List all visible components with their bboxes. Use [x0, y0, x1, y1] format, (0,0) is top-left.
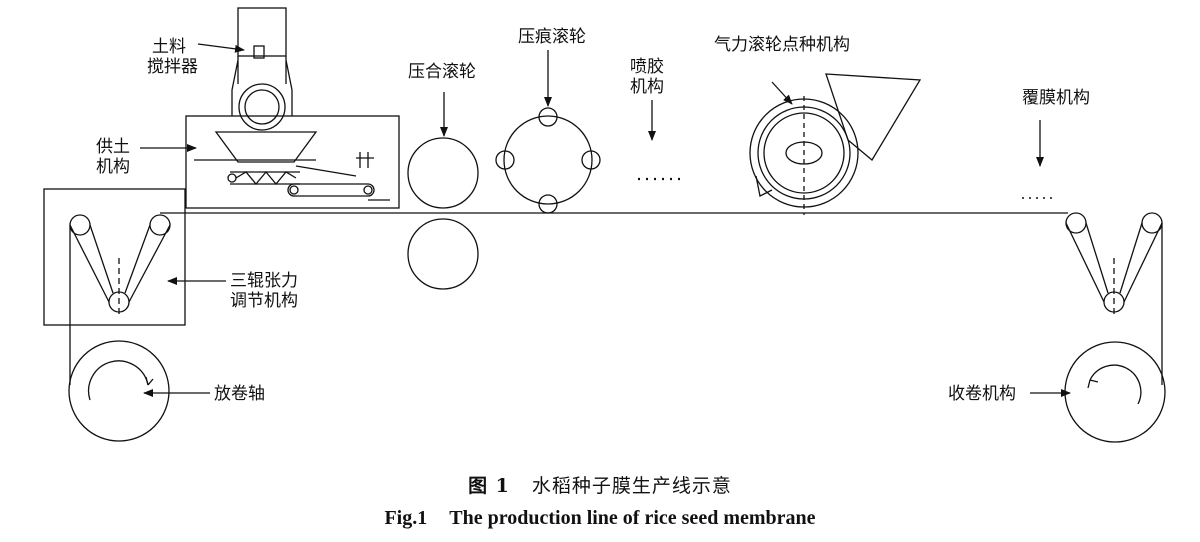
soil-mixer-hopper — [231, 7, 293, 131]
film-cover-label: 覆膜机构 — [1022, 88, 1090, 108]
caption-en-text: The production line of rice seed membran… — [449, 507, 816, 529]
soil-supply-label-1: 供土 — [96, 137, 130, 157]
label-arrows — [140, 43, 1071, 397]
unwind-shaft — [68, 340, 170, 442]
tension-label-1: 三辊张力 — [230, 271, 298, 291]
caption-en-number: Fig.1 — [384, 507, 428, 529]
rewind-reel — [1064, 341, 1166, 443]
tension-box — [43, 188, 186, 326]
indent-roller — [495, 107, 601, 214]
rewind-tension-rollers — [1065, 212, 1163, 385]
pneumatic-seeder — [749, 73, 922, 215]
tension-label-2: 调节机构 — [230, 291, 298, 311]
glue-label-2: 机构 — [630, 77, 664, 97]
seeder-label: 气力滚轮点种机构 — [714, 35, 850, 55]
laminating-rollers — [407, 137, 479, 290]
caption-cn-number: 图 1 — [468, 475, 510, 497]
production-line-diagram: 土料 搅拌器 供土 机构 三辊张力 调节机构 放卷轴 压合滚轮 压痕滚轮 喷胶 … — [43, 7, 1166, 443]
soil-supply-label-2: 机构 — [96, 157, 130, 177]
soil-mixer-label-2: 搅拌器 — [147, 57, 198, 77]
indent-label: 压痕滚轮 — [518, 27, 586, 47]
labels: 土料 搅拌器 供土 机构 三辊张力 调节机构 放卷轴 压合滚轮 压痕滚轮 喷胶 … — [96, 27, 1090, 404]
unwind-label: 放卷轴 — [214, 384, 265, 404]
caption-cn: 图 1 水稻种子膜生产线示意 — [0, 471, 1200, 498]
caption-cn-text: 水稻种子膜生产线示意 — [531, 475, 732, 497]
laminating-label: 压合滚轮 — [408, 62, 476, 82]
rewind-label: 收卷机构 — [948, 384, 1016, 404]
tension-rollers — [69, 214, 171, 385]
caption-en: Fig.1 The production line of rice seed me… — [0, 507, 1200, 530]
soil-mixer-label-1: 土料 — [152, 37, 186, 57]
glue-label-1: 喷胶 — [630, 57, 664, 77]
soil-supply-box — [185, 115, 400, 209]
